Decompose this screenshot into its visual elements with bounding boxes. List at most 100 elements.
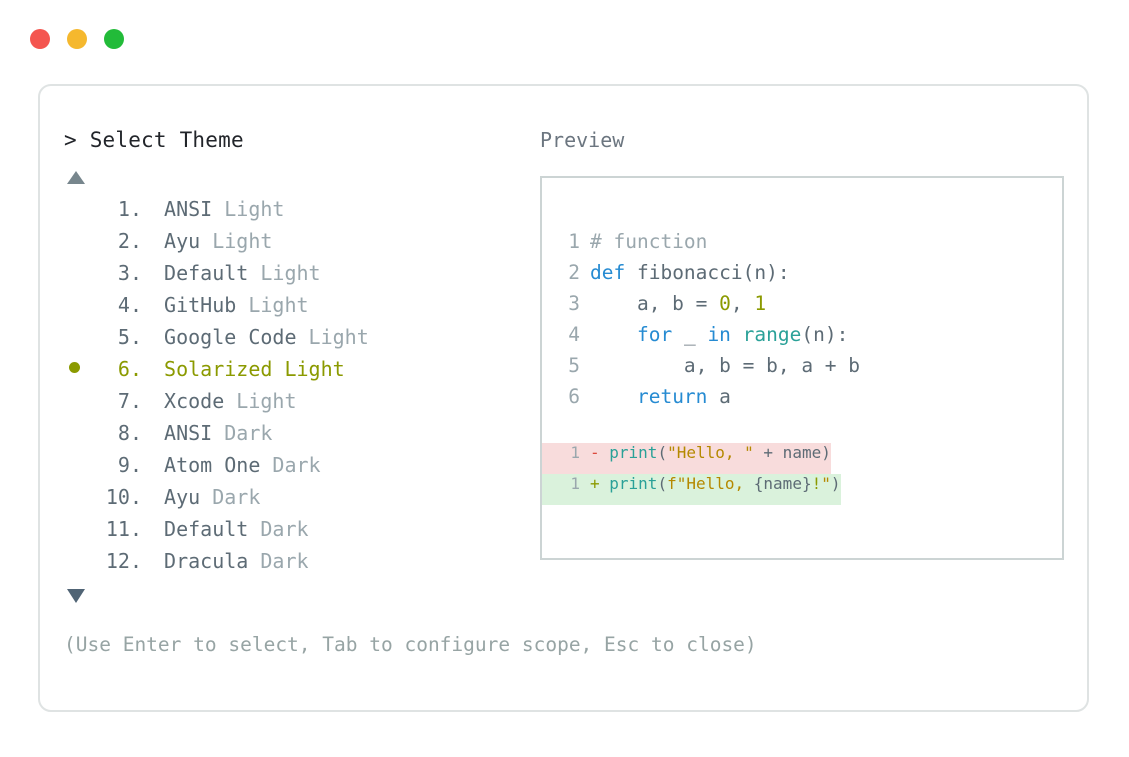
theme-item-variant: Light [308,325,369,349]
theme-list-item[interactable]: 7. Xcode Light [64,385,534,417]
preview-label: Preview [540,128,625,152]
diff-line: 1- print("Hello, " + name) [542,443,831,474]
theme-item-index: 12. [105,549,142,573]
diff-marker: + [590,474,610,493]
theme-item-variant: Light [236,389,297,413]
line-number: 1 [570,474,580,493]
code-token: # function [590,230,708,253]
code-token: "Hello, " [667,443,754,462]
theme-item-variant: Light [212,229,273,253]
theme-item-index: 11. [105,517,142,541]
window-traffic-lights [30,29,124,49]
theme-item-variant: Dark [260,549,309,573]
theme-list-item[interactable]: 10. Ayu Dark [64,481,534,513]
code-token: range [742,323,802,346]
code-token: {name} [753,474,812,493]
scroll-up-icon[interactable] [67,171,85,184]
theme-item-name: Ayu [164,485,213,509]
code-token: 1 [754,292,767,315]
diff-marker: - [590,443,610,462]
theme-item-index: 5. [105,325,142,349]
theme-item-spacer [142,545,164,577]
theme-item-index: 1. [105,197,142,221]
theme-item-name: Atom One [164,453,273,477]
code-line: 5 a, b = b, a + b [564,350,1062,381]
theme-list-item[interactable]: 11. Default Dark [64,513,534,545]
theme-item-name: Default [164,261,261,285]
code-token: + name [753,443,822,462]
theme-list-item[interactable]: 3. Default Light [64,257,534,289]
line-number: 1 [568,230,580,253]
theme-list-item[interactable]: 4. GitHub Light [64,289,534,321]
code-token: 0 [719,292,731,315]
code-token: ( [657,474,668,493]
theme-item-name: Default [164,517,261,541]
minimize-button[interactable] [67,29,87,49]
close-button[interactable] [30,29,50,49]
theme-item-variant: Light [260,261,321,285]
theme-list-item[interactable]: 5. Google Code Light [64,321,534,353]
theme-list-item[interactable]: 6. Solarized Light [64,353,534,385]
diff-row: 1- print("Hello, " + name) [542,443,1062,474]
code-line: 6 return a [564,381,1062,412]
code-token: for [636,323,673,346]
theme-list-item[interactable]: 2. Ayu Light [64,225,534,257]
theme-item-name: Ayu [164,229,213,253]
line-number: 5 [568,354,580,377]
theme-item-name: Xcode [164,389,237,413]
page-title: > Select Theme [64,130,534,151]
scroll-down-icon[interactable] [67,589,85,603]
code-line: 4 for _ in range(n): [564,319,1062,350]
code-token: ) [821,443,831,462]
code-token: _ [672,323,708,346]
theme-item-index: 9. [105,453,142,477]
theme-item-index: 4. [105,293,142,317]
theme-item-spacer [142,193,164,225]
theme-item-variant: Light [284,357,345,381]
code-token: " [821,474,831,493]
theme-item-index: 7. [105,389,142,413]
theme-item-variant: Dark [260,517,309,541]
code-token: a, b = [590,292,720,315]
theme-list-item[interactable]: 12. Dracula Dark [64,545,534,577]
theme-item-index: 2. [105,229,142,253]
code-token: in [707,323,731,346]
theme-item-index: 6. [105,357,142,381]
page-title-text: Select Theme [89,128,244,152]
keyboard-hint: (Use Enter to select, Tab to configure s… [64,633,757,656]
code-line: 1 # function [564,226,1062,257]
line-number: 6 [568,385,580,408]
theme-item-variant: Dark [272,453,321,477]
code-token: ( [657,443,668,462]
code-token: print [609,443,658,462]
prompt-symbol: > [64,128,90,152]
line-number: 2 [568,261,580,284]
code-token: , [730,292,755,315]
theme-item-spacer [142,417,164,449]
code-token: ) [830,474,841,493]
theme-item-spacer [142,449,164,481]
code-token [590,385,637,408]
theme-list-item[interactable]: 8. ANSI Dark [64,417,534,449]
code-line: 3 a, b = 0, 1 [564,288,1062,319]
line-number: 1 [570,443,580,462]
theme-item-variant: Dark [212,485,261,509]
theme-item-name: ANSI [164,421,225,445]
theme-item-name: Solarized [164,357,285,381]
theme-item-variant: Light [248,293,309,317]
theme-item-variant: Dark [224,421,273,445]
theme-item-spacer [142,513,164,545]
theme-item-spacer [142,481,164,513]
code-token [731,323,743,346]
maximize-button[interactable] [104,29,124,49]
theme-item-index: 10. [105,485,142,509]
theme-list-item[interactable]: 1. ANSI Light [64,193,534,225]
theme-list-item[interactable]: 9. Atom One Dark [64,449,534,481]
code-token: print [609,474,658,493]
code-token: f"Hello, [667,474,754,493]
theme-item-name: ANSI [164,197,225,221]
